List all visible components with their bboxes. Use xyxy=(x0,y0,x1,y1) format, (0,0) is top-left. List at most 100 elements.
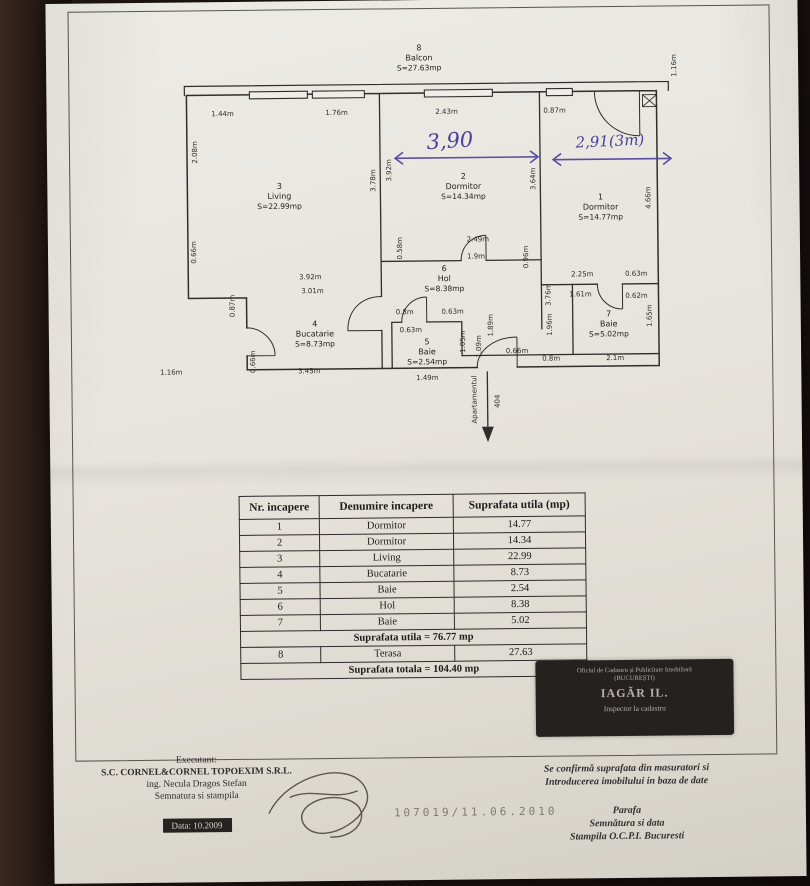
dimension-label: 0.63m xyxy=(625,269,648,278)
room-label-text: Dormitor xyxy=(445,181,482,192)
table-cell: Hol xyxy=(320,597,455,615)
room-label-text: Hol xyxy=(437,274,451,284)
dimension-label: 3.78m xyxy=(369,169,378,192)
dimension-label: 0.62m xyxy=(625,291,648,300)
room-label-text: S=14.77mp xyxy=(578,212,624,222)
room-label-text: Dormitor xyxy=(582,202,619,212)
area-table: Nr. incapere Denumire incapere Suprafata… xyxy=(239,492,588,680)
room-label-text: Bucatarie xyxy=(295,329,335,339)
dimension-label: 0.87m xyxy=(543,106,566,115)
dimension-label: 2.08m xyxy=(190,141,200,164)
room-label-text: 6 xyxy=(441,264,447,274)
dimension-label: 3.64m xyxy=(529,167,538,191)
shaft-symbol xyxy=(641,94,657,108)
dimension-label: 2.43m xyxy=(435,107,458,116)
signature-scribble xyxy=(268,772,369,838)
dimension-label: 1.96m xyxy=(545,313,554,336)
handwritten-measure-1: 3,90 xyxy=(425,127,474,155)
table-cell: Living xyxy=(319,549,454,567)
handwritten-measure-2: 2,91(3m) xyxy=(575,130,645,152)
room-label-text: 3 xyxy=(276,181,282,191)
date-badge: Data: 10.2009 xyxy=(162,818,232,833)
table-cell: 7 xyxy=(240,614,321,632)
table-cell: Dormitor xyxy=(319,517,454,535)
ocpi-stamp-label: Stampila O.C.P.I. Bucuresti xyxy=(569,830,685,843)
dimension-label: 0.96m xyxy=(521,245,531,269)
dimension-label: 2.1m xyxy=(606,353,625,363)
table-cell: 14.34 xyxy=(453,531,586,550)
dimension-label: 1.16m xyxy=(160,368,183,377)
table-cell: 8.73 xyxy=(453,563,586,582)
table-cell: 5.02 xyxy=(454,611,587,630)
dimension-label: 0.8m xyxy=(395,308,414,317)
table-cell: 22.99 xyxy=(453,547,586,566)
table-cell: 2 xyxy=(239,534,320,552)
apartment-pointer-number: 404 xyxy=(493,394,502,408)
outer-walls xyxy=(185,89,660,371)
dimension-label: 1.05m xyxy=(458,330,468,353)
table-header-suprafata: Suprafata utila (mp) xyxy=(453,492,586,518)
dimension-label: 0.58m xyxy=(395,237,405,260)
room-label-text: 2 xyxy=(460,171,466,181)
room-label-text: S=22.99mp xyxy=(257,201,302,212)
dimension-label: 2.25m xyxy=(571,270,594,279)
table-header-denumire: Denumire incapere xyxy=(319,494,454,519)
dimension-label: 1.61m xyxy=(569,290,592,299)
room-label-text: 8 xyxy=(416,43,422,53)
dimension-label: 1.9m xyxy=(467,252,486,261)
dimension-label: 1.09m xyxy=(474,335,484,358)
room-label-text: Baie xyxy=(599,319,618,329)
dimension-label: 1.76m xyxy=(325,108,348,118)
interior-walls xyxy=(378,91,660,370)
executant-company: S.C. CORNEL&CORNEL TOPOEXIM S.R.L. xyxy=(101,766,292,779)
room-label-text: 4 xyxy=(312,319,318,329)
dimension-label: 0.63m xyxy=(399,326,423,335)
table-cell: 8.38 xyxy=(454,595,587,614)
dimension-label: 2.49m xyxy=(466,235,490,244)
room-label-text: S=5.02mp xyxy=(588,329,629,339)
room-label-text: S=27.63mp xyxy=(396,63,442,73)
dimension-label: 0.63m xyxy=(441,307,464,316)
apartment-pointer-arrow xyxy=(481,371,494,443)
table-cell: 14.77 xyxy=(453,515,586,534)
table-cell: 6 xyxy=(240,598,321,616)
room-label-text: S=2.54mp xyxy=(407,357,448,367)
dimension-label: 0.66m xyxy=(249,350,258,374)
room-label-text: S=14.34mp xyxy=(441,191,486,202)
table-cell: Terasa xyxy=(320,645,455,663)
dimension-label: 3.45m xyxy=(298,367,321,376)
room-label-text: 1 xyxy=(597,192,604,202)
window-symbols xyxy=(248,87,573,100)
table-header-nr: Nr. incapere xyxy=(239,495,320,520)
balcony-line xyxy=(183,80,669,97)
dimension-label: 0.8m xyxy=(542,354,561,363)
table-cell: 2.54 xyxy=(453,579,587,598)
table-cell: 8 xyxy=(240,646,321,664)
dimension-label: 0.66m xyxy=(505,346,529,356)
dimension-label: 3.01m xyxy=(301,287,324,296)
table-cell: Baie xyxy=(319,581,455,599)
dimension-label: 3.76m xyxy=(544,283,553,306)
stamp-inspector-name: IAGĂR IL. xyxy=(600,685,669,701)
dimension-label: 1.89m xyxy=(486,314,495,337)
ocpi-stamp: Oficiul de Cadastru și Publicitate Imobi… xyxy=(535,658,735,737)
table-cell: Bucatarie xyxy=(319,565,454,583)
dimension-label: 4.66m xyxy=(644,186,653,209)
room-label-text: 7 xyxy=(606,309,612,319)
stamp-city-line: (BUCUREȘTI) xyxy=(614,674,655,683)
dimension-label: 3.92m xyxy=(299,273,322,282)
executant-block: Executant: S.C. CORNEL&CORNEL TOPOEXIM S… xyxy=(96,753,297,834)
apartment-pointer-label: Apartamentul xyxy=(470,375,479,424)
table-cell: Dormitor xyxy=(319,533,454,551)
table-cell: 4 xyxy=(239,566,320,584)
dimension-label: 0.66m xyxy=(189,241,199,264)
executant-signature-label: Semnatura si stampila xyxy=(154,790,239,802)
dimension-label: 1.49m xyxy=(416,373,439,383)
room-label-text: Baie xyxy=(418,347,436,357)
